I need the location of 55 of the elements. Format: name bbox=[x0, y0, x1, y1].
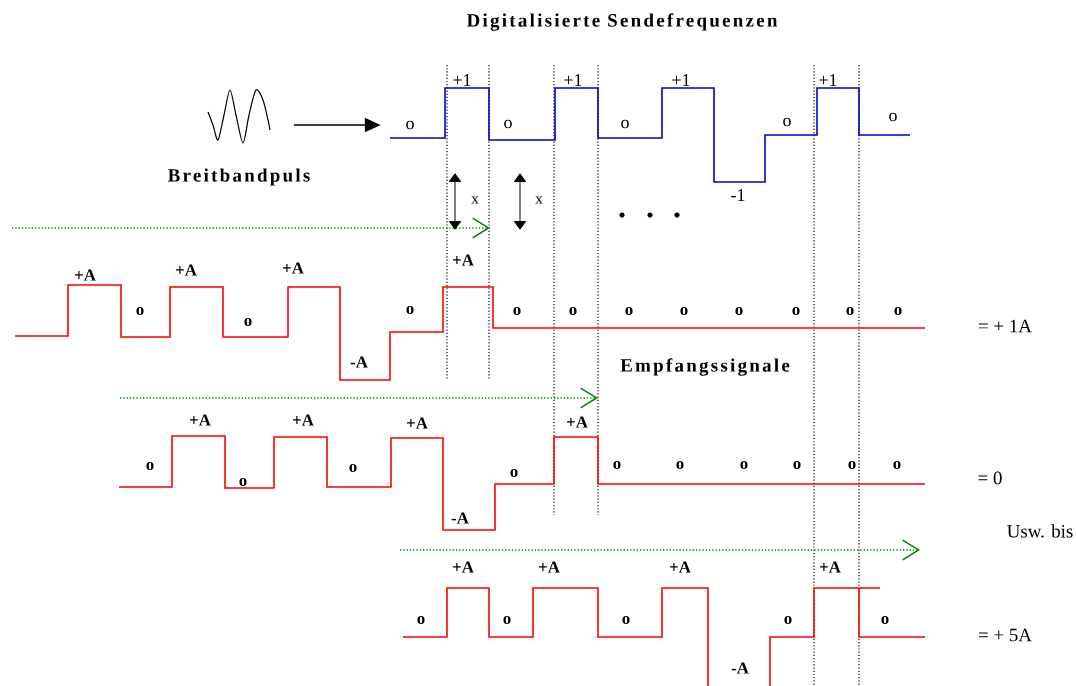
signal-value: o bbox=[622, 615, 630, 625]
signal-value: +A bbox=[538, 561, 560, 573]
signal-value: o bbox=[783, 117, 791, 127]
signal-value: o bbox=[793, 460, 801, 470]
signal-value: o bbox=[792, 306, 800, 316]
signal-value: o bbox=[735, 306, 743, 316]
result-label: = + 5A bbox=[978, 628, 1032, 642]
signal-value: o bbox=[625, 306, 633, 316]
signal-value: o bbox=[740, 460, 748, 470]
signal-value: +A bbox=[282, 262, 304, 274]
signal-value: +A bbox=[74, 269, 96, 281]
result-label: = + 1A bbox=[978, 319, 1032, 333]
signal-value: +A bbox=[819, 561, 841, 573]
title: Digitalisierte Sendefrequenzen bbox=[466, 13, 778, 31]
signal-value: o bbox=[417, 615, 425, 625]
signal-value: o bbox=[513, 306, 521, 316]
pulse-label: Breitbandpuls bbox=[168, 168, 310, 186]
signal-value: o bbox=[146, 461, 154, 471]
signal-value: o bbox=[889, 112, 897, 122]
square-wave bbox=[389, 87, 911, 183]
signal-value: +A bbox=[406, 417, 428, 429]
signal-value: o bbox=[244, 317, 252, 327]
result-label: Usw. bis bbox=[1007, 524, 1073, 538]
signal-value: o bbox=[848, 460, 856, 470]
signal-value: +A bbox=[175, 264, 197, 276]
signal-value: o bbox=[680, 306, 688, 316]
signal-value: +A bbox=[566, 416, 588, 428]
signal-value: +A bbox=[189, 414, 211, 426]
signal-value: o bbox=[784, 615, 792, 625]
waveform-drawing bbox=[207, 89, 271, 144]
signal-value: -A bbox=[451, 512, 469, 524]
signal-value: +A bbox=[452, 254, 474, 266]
signal-value: o bbox=[406, 120, 414, 130]
signal-value: o bbox=[893, 460, 901, 470]
signal-value: o bbox=[406, 305, 414, 315]
signal-value: o bbox=[136, 306, 144, 316]
section-heading: Empfangssignale bbox=[620, 358, 790, 376]
signal-value: -A bbox=[731, 662, 749, 674]
signal-value: o bbox=[613, 460, 621, 470]
signal-value: o bbox=[569, 306, 577, 316]
signal-value: +A bbox=[452, 561, 474, 573]
signal-value: o bbox=[881, 615, 889, 625]
result-label: = 0 bbox=[978, 471, 1002, 485]
signal-value: o bbox=[676, 460, 684, 470]
signal-value: o bbox=[349, 463, 357, 473]
signal-value: +A bbox=[669, 561, 691, 573]
signal-value: o bbox=[510, 468, 518, 478]
signal-value: -A bbox=[350, 356, 368, 368]
signal-value: o bbox=[894, 306, 902, 316]
signal-value: +A bbox=[292, 414, 314, 426]
signal-value: o bbox=[504, 119, 512, 129]
signal-value: o bbox=[239, 477, 247, 487]
signal-value: o bbox=[503, 615, 511, 625]
signal-value: o bbox=[621, 119, 629, 129]
signal-value: o bbox=[846, 306, 854, 316]
